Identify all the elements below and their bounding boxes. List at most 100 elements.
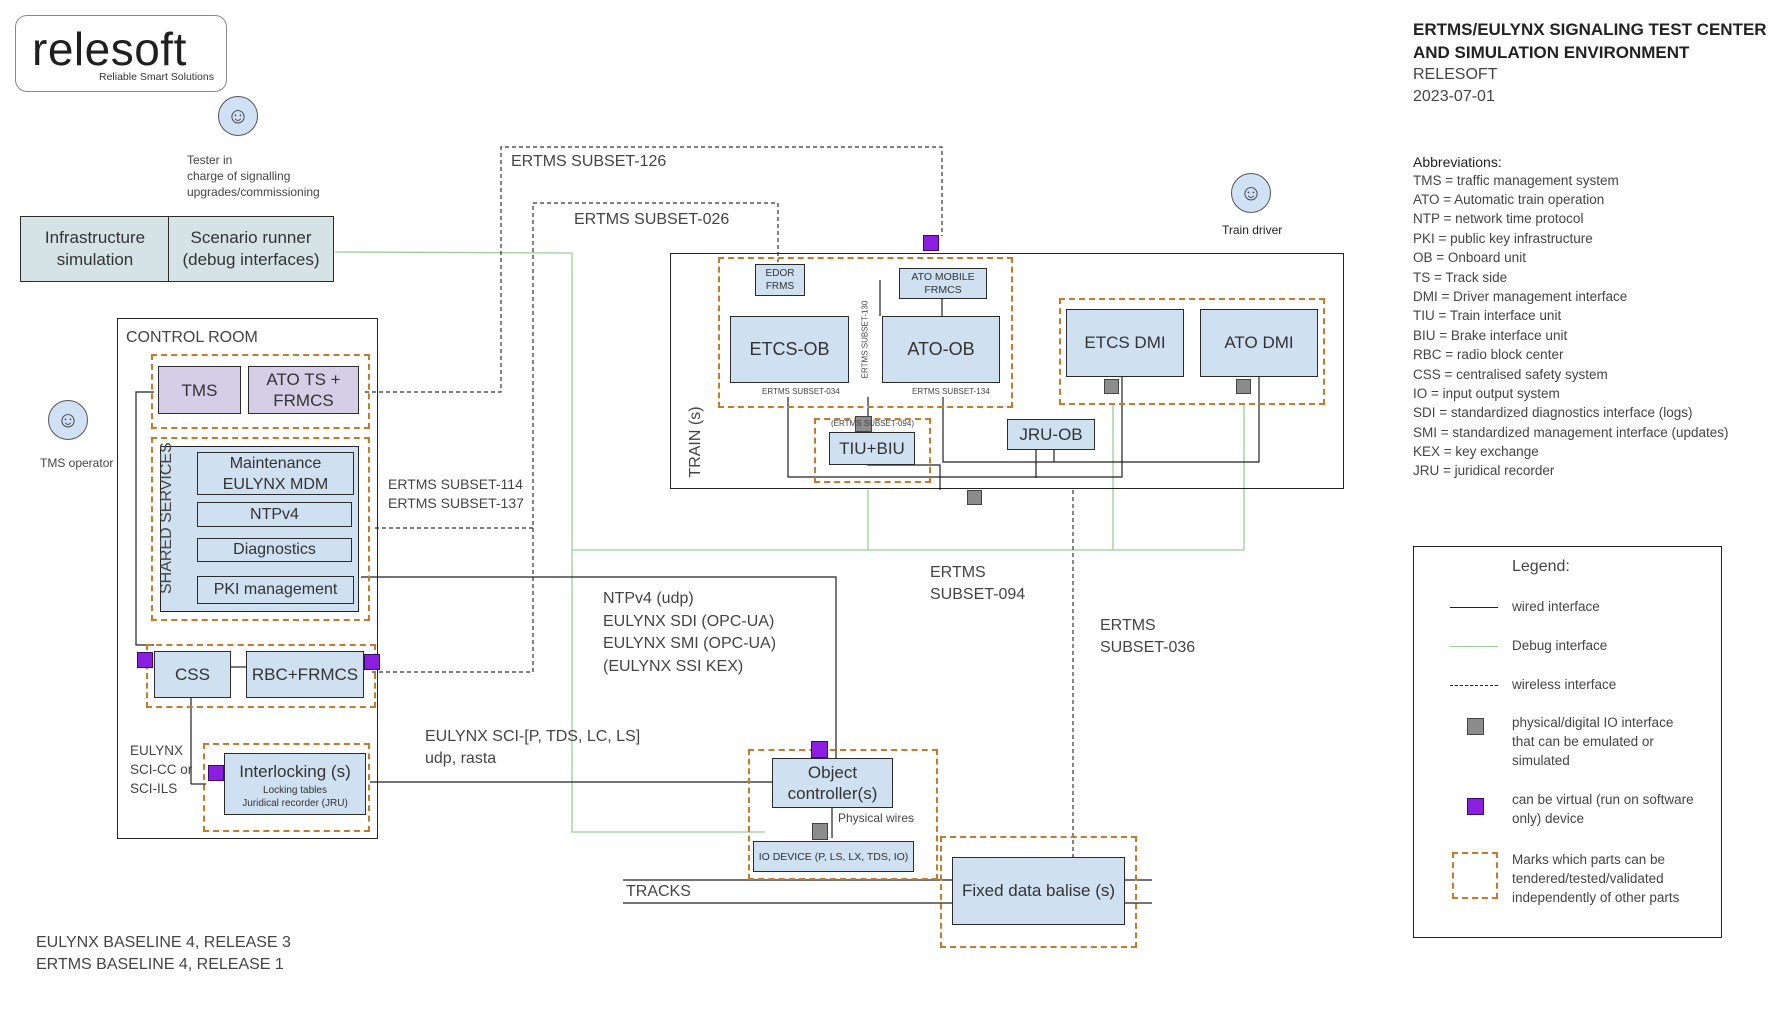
eulynx-sci-cc-label: EULYNX SCI-CC or SCI-ILS xyxy=(130,743,193,796)
interlocking-box[interactable]: Interlocking (s) Locking tables Juridica… xyxy=(224,753,366,815)
subset-034-label: ERTMS SUBSET-034 xyxy=(762,387,840,396)
dmi-group-marker xyxy=(1059,298,1325,405)
abbr-item: PKI = public key infrastructure xyxy=(1413,231,1593,246)
legend-io-square-icon xyxy=(1467,718,1484,735)
diagram-date: 2023-07-01 xyxy=(1413,88,1495,105)
interlocking-virtual-marker-icon xyxy=(208,765,224,781)
css-box[interactable]: CSS xyxy=(154,651,231,698)
tiu-biu-box[interactable]: TIU+BIU xyxy=(829,432,915,465)
css-rbc-group-marker xyxy=(146,644,376,708)
train-io-marker-icon xyxy=(967,490,982,505)
control-room-frame xyxy=(117,318,378,839)
abbr-item: TS = Track side xyxy=(1413,270,1508,285)
ato-dmi-box[interactable]: ATO DMI xyxy=(1200,309,1318,377)
ato-mobile-frmcs-box[interactable]: ATO MOBILE FRMCS xyxy=(899,268,987,299)
tester-label: Tester in charge of signalling upgrades/… xyxy=(187,153,320,199)
legend-marks-label: Marks which parts can be tendered/tested… xyxy=(1512,852,1680,905)
legend-wired-swatch xyxy=(1450,607,1498,608)
abbr-item: TIU = Train interface unit xyxy=(1413,308,1562,323)
logo-wordmark: relesoft xyxy=(32,23,187,75)
subset-134-label: ERTMS SUBSET-134 xyxy=(912,387,990,396)
shared-services-group-marker xyxy=(151,437,370,621)
legend-wireless-swatch xyxy=(1450,685,1498,686)
legend-virtual-square-icon xyxy=(1467,798,1484,815)
abbr-item: IO = input output system xyxy=(1413,386,1560,401)
eulynx-sci-label: EULYNX SCI-[P, TDS, LC, LS] udp, rasta xyxy=(425,728,641,767)
object-controller-box[interactable]: Object controller(s) xyxy=(772,758,893,808)
diagram-title-line2: AND SIMULATION ENVIRONMENT xyxy=(1413,43,1690,62)
abbr-item: JRU = juridical recorder xyxy=(1413,463,1555,478)
diagnostics-box[interactable]: Diagnostics xyxy=(197,538,352,562)
train-virtual-marker-icon xyxy=(923,235,939,251)
tms-box[interactable]: TMS xyxy=(158,366,241,414)
abbr-item: SMI = standardized management interface … xyxy=(1413,425,1729,440)
legend-title: Legend: xyxy=(1512,558,1570,575)
subset-036-label: ERTMS SUBSET-036 xyxy=(1100,617,1196,656)
subset-094-label: ERTMS SUBSET-094 xyxy=(930,564,1026,603)
abbr-item: SDI = standardized diagnostics interface… xyxy=(1413,405,1693,420)
control-room-label: CONTROL ROOM xyxy=(126,329,258,346)
infrastructure-simulation-box[interactable]: Infrastructure simulation xyxy=(20,216,170,282)
company-name: RELESOFT xyxy=(1413,66,1498,83)
legend-debug-swatch xyxy=(1450,646,1498,647)
rbc-frmcs-box[interactable]: RBC+FRMCS xyxy=(246,651,364,698)
tms-operator-face-icon: ☺ xyxy=(48,400,88,440)
legend-box: Legend: wired interface Debug interface … xyxy=(1413,546,1722,938)
tms-group-marker xyxy=(151,354,370,429)
abbr-item: RBC = radio block center xyxy=(1413,347,1564,362)
legend-wireless-label: wireless interface xyxy=(1512,677,1617,692)
ntp-box[interactable]: NTPv4 xyxy=(197,502,352,527)
io-device-io-marker-icon xyxy=(812,823,828,840)
physical-wires-label: Physical wires xyxy=(838,811,915,825)
pki-management-box[interactable]: PKI management xyxy=(197,576,354,604)
ntp-protocols-label: NTPv4 (udp) EULYNX SDI (OPC-UA) EULYNX S… xyxy=(603,590,777,675)
train-label: TRAIN (s) xyxy=(687,406,704,478)
onboard-group-marker xyxy=(718,257,1013,408)
interlocking-title: Interlocking (s) xyxy=(239,762,351,781)
abbr-item: BIU = Brake interface unit xyxy=(1413,328,1568,343)
balise-group-marker xyxy=(940,836,1137,948)
train-driver-label: Train driver xyxy=(1222,223,1283,237)
ato-ts-frmcs-box[interactable]: ATO TS + FRMCS xyxy=(248,366,359,414)
scenario-runner-box[interactable]: Scenario runner (debug interfaces) xyxy=(168,216,334,282)
tiu-group-marker xyxy=(814,418,931,483)
legend-marks-swatch xyxy=(1452,852,1498,899)
interlocking-subtitle: Locking tables Juridical recorder (JRU) xyxy=(242,785,348,809)
rbc-virtual-marker-icon xyxy=(364,654,380,670)
object-controller-virtual-marker-icon xyxy=(811,741,828,758)
abbr-item: DMI = Driver management interface xyxy=(1413,289,1628,304)
subset-130-label: ERTMS SUBSET-130 xyxy=(860,300,870,379)
io-device-box[interactable]: IO DEVICE (P, LS, LX, TDS, IO) xyxy=(753,841,914,872)
shared-services-label: SHARED SERVICES xyxy=(158,442,175,594)
abbr-item: CSS = centralised safety system xyxy=(1413,367,1608,382)
object-controller-group-marker xyxy=(748,749,938,880)
jru-ob-box[interactable]: JRU-OB xyxy=(1007,419,1095,450)
logo-tagline: Reliable Smart Solutions xyxy=(99,71,214,83)
train-frame xyxy=(670,253,1344,489)
interlocking-group-marker xyxy=(203,743,370,832)
abbr-item: NTP = network time protocol xyxy=(1413,211,1584,226)
fixed-data-balise-box[interactable]: Fixed data balise (s) xyxy=(952,857,1125,925)
legend-debug-label: Debug interface xyxy=(1512,638,1608,653)
abbr-item: TMS = traffic management system xyxy=(1413,173,1619,188)
maintenance-mdm-box[interactable]: Maintenance EULYNX MDM xyxy=(197,452,354,495)
logo: relesoft Reliable Smart Solutions xyxy=(15,15,227,92)
subset-026-label: ERTMS SUBSET-026 xyxy=(574,211,730,228)
legend-io-label: physical/digital IO interface that can b… xyxy=(1512,715,1674,768)
abbr-item: KEX = key exchange xyxy=(1413,444,1539,459)
legend-wired-label: wired interface xyxy=(1512,599,1600,614)
etcs-dmi-box[interactable]: ETCS DMI xyxy=(1066,309,1184,377)
tiu-io-marker-icon xyxy=(855,416,872,432)
legend-virtual-label: can be virtual (run on software only) de… xyxy=(1512,792,1694,826)
edor-frms-box[interactable]: EDOR FRMS xyxy=(755,264,805,296)
abbr-item: OB = Onboard unit xyxy=(1413,250,1526,265)
tester-face-icon: ☺ xyxy=(218,96,258,136)
ato-ob-box[interactable]: ATO-OB xyxy=(882,316,1000,383)
ato-dmi-io-marker-icon xyxy=(1236,379,1251,394)
subset-114-137-label: ERTMS SUBSET-114 ERTMS SUBSET-137 xyxy=(388,476,524,511)
subset-126-label: ERTMS SUBSET-126 xyxy=(511,153,667,170)
etcs-ob-box[interactable]: ETCS-OB xyxy=(730,316,849,383)
train-driver-face-icon: ☺ xyxy=(1231,173,1271,213)
diagram-title-line1: ERTMS/EULYNX SIGNALING TEST CENTER xyxy=(1413,20,1767,39)
subset-094-small-label: (ERTMS SUBSET-094) xyxy=(831,419,914,428)
